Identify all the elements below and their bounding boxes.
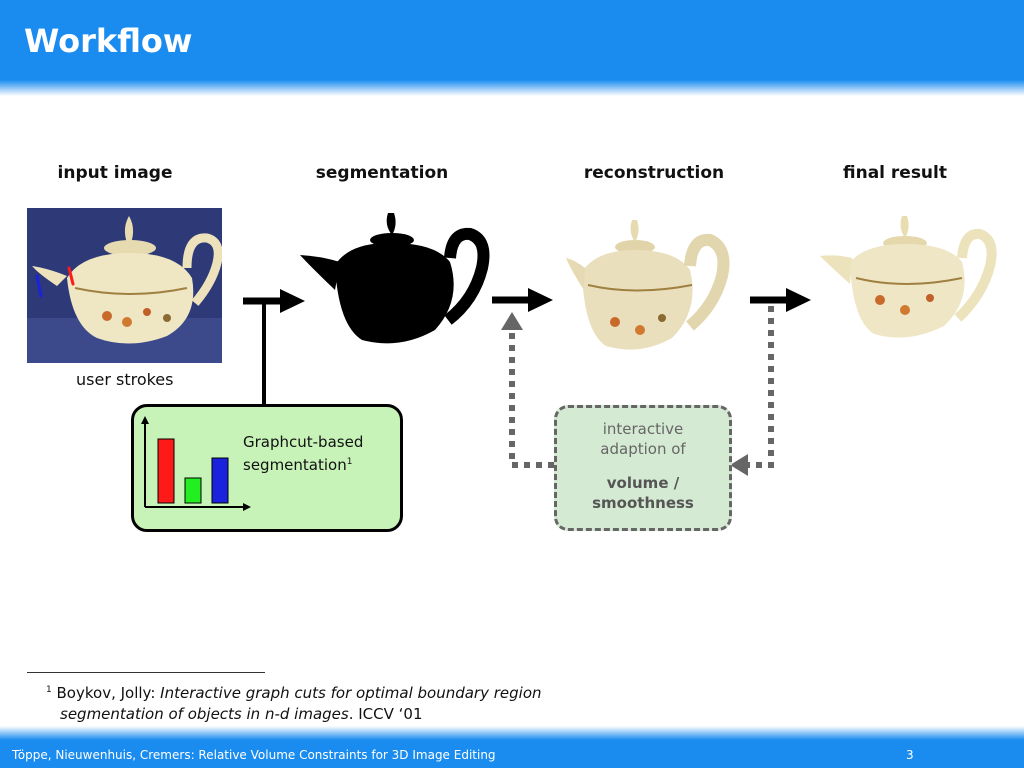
graphcut-box [131, 404, 403, 532]
label-input-image: input image [57, 163, 173, 183]
slide-title: Workflow [24, 22, 193, 60]
graphcut-label: Graphcut-based segmentation1 [243, 432, 363, 475]
footnote-mark: 1 [46, 685, 52, 695]
dashed-arrow-to-reconstruction [501, 312, 554, 468]
label-reconstruction: reconstruction [583, 163, 725, 183]
footer-bar [0, 740, 1024, 768]
reconstruction-teapot [566, 220, 730, 350]
interactive-label-bold: volume / smoothness [554, 473, 732, 513]
label-segmentation: segmentation [315, 163, 449, 183]
histogram-icon [141, 416, 251, 511]
graphcut-line2: segmentation [243, 456, 347, 474]
footnote-title-2: segmentation of objects in n-d images [60, 705, 349, 723]
user-strokes-caption: user strokes [76, 370, 174, 389]
footnote-rule [27, 672, 265, 673]
header-fade [0, 80, 1024, 96]
arrow-segmentation-to-reconstruction [492, 288, 553, 312]
interactive-line1: interactive [602, 420, 684, 438]
arrow-reconstruction-to-final [750, 288, 811, 312]
label-final-result: final result [842, 163, 947, 183]
final-teapot [820, 216, 997, 338]
footnote-title-1: Interactive graph cuts for optimal bound… [160, 684, 542, 702]
footer-fade [0, 726, 1024, 740]
graphcut-line1: Graphcut-based [243, 433, 364, 451]
footnote-authors: Boykov, Jolly: [56, 684, 161, 702]
interactive-box [554, 405, 732, 531]
interactive-label-top: interactive adaption of [554, 419, 732, 459]
page-number: 3 [906, 748, 914, 762]
header-bar [0, 0, 1024, 80]
input-image [27, 208, 222, 363]
interactive-line2: adaption of [600, 440, 686, 458]
arrow-input-to-segmentation [243, 289, 305, 404]
dashed-arrow-from-final [730, 306, 774, 476]
teapot-photo [27, 208, 222, 363]
footnote-venue: . ICCV ‘01 [348, 705, 423, 723]
footnote: 1 Boykov, Jolly: Interactive graph cuts … [46, 680, 542, 725]
interactive-line4: smoothness [592, 494, 694, 512]
graphcut-footnote-mark: 1 [346, 457, 353, 467]
footer-citation: Töppe, Nieuwenhuis, Cremers: Relative Vo… [12, 748, 496, 762]
segmentation-silhouette [300, 213, 490, 344]
interactive-line3: volume / [606, 474, 680, 492]
